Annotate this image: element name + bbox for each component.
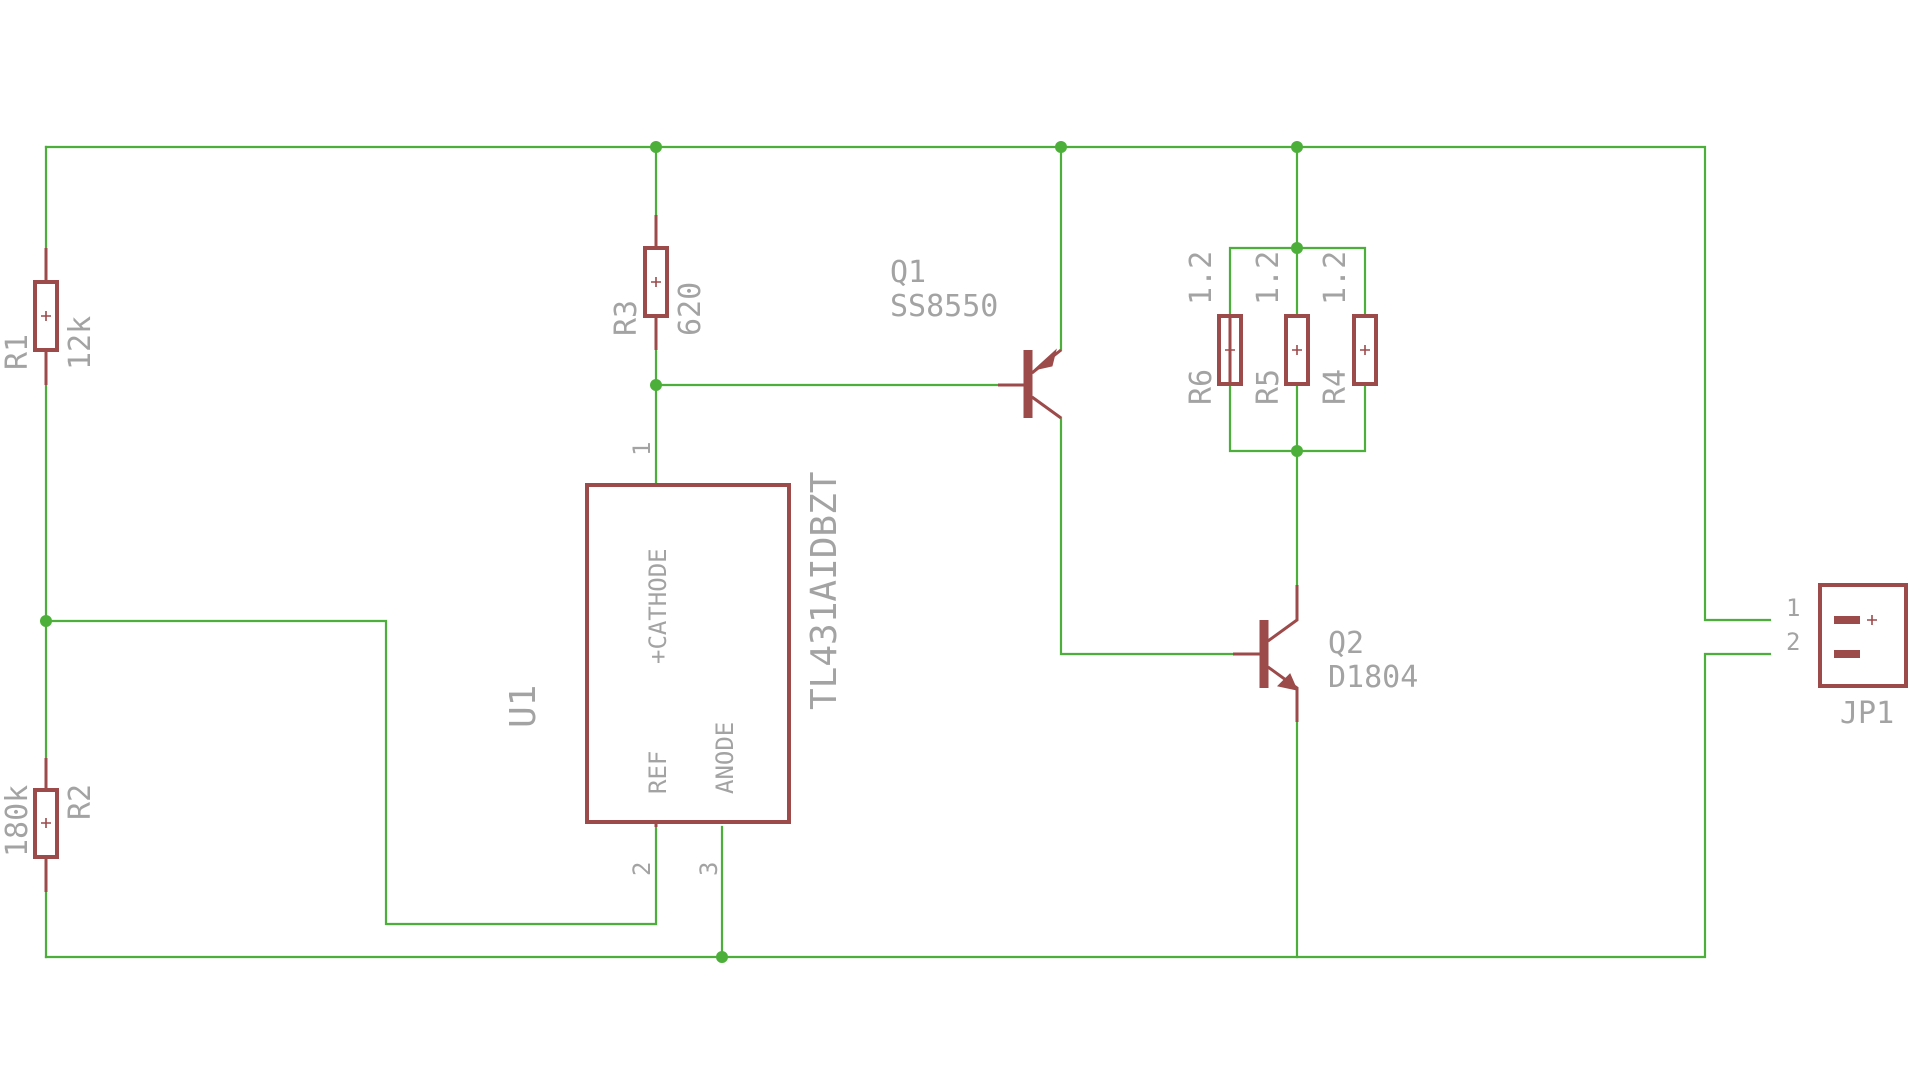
- junction-dot: [1291, 242, 1303, 254]
- resistor-r1[interactable]: R1 12k: [0, 248, 98, 385]
- connector-jp1[interactable]: 1 2 JP1: [1786, 583, 1908, 731]
- r3-name: R3: [609, 300, 644, 336]
- transistor-q2[interactable]: Q2 D1804: [1233, 585, 1418, 722]
- r5-value: 1.2: [1251, 251, 1286, 305]
- u1-value: TL431AIDBZT: [804, 472, 845, 710]
- resistor-r5[interactable]: 1.2 R5: [1251, 251, 1310, 405]
- q1-emitter-arrow: [1032, 348, 1057, 371]
- u1-pin1-number: 1: [628, 442, 656, 456]
- wire-bottom-rail: [44, 652, 1772, 959]
- wires: [44, 145, 1772, 959]
- resistor-r2[interactable]: 180k R2: [0, 758, 98, 892]
- r2-name: R2: [63, 784, 98, 820]
- junctions: [40, 141, 1303, 963]
- junction-dot: [650, 379, 662, 391]
- q1-name: Q1: [890, 255, 926, 290]
- junction-dot: [716, 951, 728, 963]
- resistor-r4[interactable]: 1.2 R4: [1318, 251, 1378, 405]
- jp1-pin1-number: 1: [1786, 594, 1800, 622]
- resistor-r6[interactable]: 1.2 R6: [1184, 251, 1243, 405]
- wire-shunt-bottom: [1228, 383, 1367, 453]
- q2-name: Q2: [1328, 626, 1364, 661]
- junction-dot: [1291, 141, 1303, 153]
- transistor-q1[interactable]: Q1 SS8550: [890, 255, 1062, 420]
- jp1-name: JP1: [1840, 696, 1894, 731]
- r6-name: R6: [1184, 369, 1219, 405]
- junction-dot: [650, 141, 662, 153]
- r4-value: 1.2: [1318, 251, 1353, 305]
- resistor-r3[interactable]: R3 620: [609, 215, 708, 350]
- wire-q1-collector-q2-base: [1059, 416, 1235, 656]
- r6-value: 1.2: [1184, 251, 1219, 305]
- junction-dot: [40, 615, 52, 627]
- r5-name: R5: [1251, 369, 1286, 405]
- u1-name: U1: [503, 685, 544, 728]
- r1-value: 12k: [63, 316, 98, 370]
- r4-name: R4: [1318, 369, 1353, 405]
- r2-value: 180k: [0, 785, 35, 857]
- junction-dot: [1055, 141, 1067, 153]
- ic-u1[interactable]: 1 2 3 +CATHODE REF ANODE TL431AIDBZT U1: [503, 442, 845, 876]
- jp1-pin2-number: 2: [1786, 628, 1800, 656]
- r3-value: 620: [673, 282, 708, 336]
- wire-top-rail: [44, 145, 1772, 622]
- u1-pin3-label: ANODE: [711, 722, 739, 794]
- u1-pin3-number: 3: [695, 862, 723, 876]
- q2-emitter-arrow: [1276, 673, 1298, 691]
- wire-ref-feedback: [44, 619, 658, 926]
- u1-pin2-number: 2: [628, 862, 656, 876]
- junction-dot: [1291, 445, 1303, 457]
- q2-value: D1804: [1328, 660, 1418, 695]
- u1-pin2-label: REF: [644, 751, 672, 794]
- r1-name: R1: [0, 334, 35, 370]
- u1-pin1-label: +CATHODE: [644, 548, 672, 664]
- q1-value: SS8550: [890, 289, 998, 324]
